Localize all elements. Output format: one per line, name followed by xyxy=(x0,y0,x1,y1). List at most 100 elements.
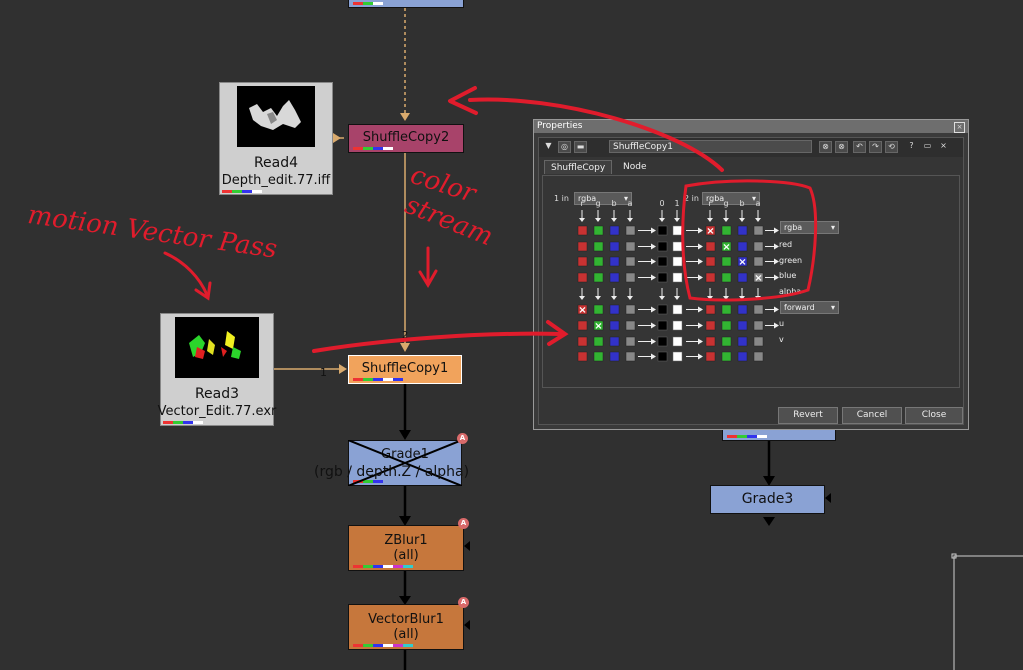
channel-cell[interactable] xyxy=(593,256,604,267)
channel-cell[interactable] xyxy=(625,320,636,331)
channel-cell[interactable] xyxy=(625,304,636,315)
close-icon[interactable]: × xyxy=(940,141,947,150)
cancel-button[interactable]: Cancel xyxy=(842,407,902,424)
window-close-icon[interactable]: × xyxy=(954,122,965,133)
channel-cell[interactable] xyxy=(737,225,748,236)
channel-cell[interactable] xyxy=(737,304,748,315)
constant-zero-cell[interactable] xyxy=(657,320,668,331)
channel-cell[interactable] xyxy=(593,225,604,236)
constant-one-cell[interactable] xyxy=(672,272,683,283)
channel-cell[interactable] xyxy=(721,225,732,236)
channel-cell[interactable] xyxy=(625,241,636,252)
float-icon[interactable]: ▭ xyxy=(923,141,932,150)
constant-one-cell[interactable] xyxy=(672,256,683,267)
output1-dropdown[interactable]: rgba xyxy=(780,221,839,234)
channel-cell[interactable] xyxy=(737,336,748,347)
tab-node[interactable]: Node xyxy=(623,162,647,172)
constant-one-cell[interactable] xyxy=(672,304,683,315)
channel-cell[interactable] xyxy=(753,304,764,315)
channel-cell[interactable] xyxy=(577,272,588,283)
channel-cell[interactable] xyxy=(705,304,716,315)
channel-cell[interactable] xyxy=(577,225,588,236)
channel-cell[interactable] xyxy=(737,241,748,252)
channel-cell[interactable] xyxy=(705,272,716,283)
channel-cell[interactable] xyxy=(753,241,764,252)
channel-cell[interactable] xyxy=(721,351,732,362)
constant-zero-cell[interactable] xyxy=(657,336,668,347)
channel-cell[interactable] xyxy=(609,351,620,362)
channel-cell[interactable] xyxy=(625,225,636,236)
read4-node[interactable]: Read4 Depth_edit.77.iff xyxy=(219,82,333,195)
help-icon[interactable]: ? xyxy=(909,141,914,150)
channel-cell[interactable] xyxy=(737,351,748,362)
channel-cell[interactable] xyxy=(609,320,620,331)
channel-cell[interactable] xyxy=(625,256,636,267)
channel-cell[interactable] xyxy=(753,225,764,236)
shufflecopy1-node[interactable]: ShuffleCopy1 xyxy=(348,355,462,384)
channel-cell[interactable] xyxy=(625,336,636,347)
channel-cell[interactable] xyxy=(577,320,588,331)
channel-cell[interactable] xyxy=(577,256,588,267)
top-node-partial[interactable] xyxy=(348,0,464,8)
color-picker-icon[interactable]: ⊗ xyxy=(819,141,832,153)
channel-cell[interactable] xyxy=(609,336,620,347)
channel-cell[interactable] xyxy=(577,336,588,347)
channel-cell[interactable] xyxy=(753,256,764,267)
channel-cell[interactable] xyxy=(721,320,732,331)
channel-cell[interactable] xyxy=(737,320,748,331)
node-name-field[interactable]: ShuffleCopy1 xyxy=(609,140,812,153)
channel-cell[interactable] xyxy=(609,256,620,267)
channel-cell[interactable] xyxy=(753,320,764,331)
channel-cell[interactable] xyxy=(625,272,636,283)
channel-cell[interactable] xyxy=(593,272,604,283)
constant-zero-cell[interactable] xyxy=(657,225,668,236)
input1-dropdown[interactable]: rgba xyxy=(574,192,632,205)
constant-one-cell[interactable] xyxy=(672,225,683,236)
redo-icon[interactable]: ↷ xyxy=(869,141,882,153)
channel-cell[interactable] xyxy=(609,225,620,236)
channel-cell[interactable] xyxy=(609,272,620,283)
constant-zero-cell[interactable] xyxy=(657,272,668,283)
constant-zero-cell[interactable] xyxy=(657,304,668,315)
viewer-icon[interactable]: ◎ xyxy=(558,141,571,153)
tab-shufflecopy[interactable]: ShuffleCopy xyxy=(544,160,613,174)
channel-cell[interactable] xyxy=(721,336,732,347)
channel-cell[interactable] xyxy=(577,241,588,252)
grade3-node[interactable]: Grade3 xyxy=(710,485,825,514)
channel-cell[interactable] xyxy=(705,241,716,252)
constant-zero-cell[interactable] xyxy=(657,256,668,267)
read3-node[interactable]: Read3 Vector_Edit.77.exr xyxy=(158,313,276,426)
shufflecopy2-node[interactable]: ShuffleCopy2 xyxy=(348,124,464,153)
channel-cell[interactable] xyxy=(609,304,620,315)
undo-icon[interactable]: ↶ xyxy=(853,141,866,153)
channel-cell[interactable] xyxy=(737,272,748,283)
channel-cell[interactable] xyxy=(705,336,716,347)
channel-cell[interactable] xyxy=(625,351,636,362)
channel-cell[interactable] xyxy=(593,304,604,315)
channel-cell[interactable] xyxy=(705,320,716,331)
channel-cell[interactable] xyxy=(593,241,604,252)
constant-one-cell[interactable] xyxy=(672,320,683,331)
vectorblur1-node[interactable]: VectorBlur1 (all) xyxy=(348,604,464,650)
channel-cell[interactable] xyxy=(705,256,716,267)
collapse-icon[interactable]: ▼ xyxy=(545,141,552,150)
constant-one-cell[interactable] xyxy=(672,351,683,362)
channel-cell[interactable] xyxy=(705,351,716,362)
channel-cell[interactable] xyxy=(753,351,764,362)
channel-cell[interactable] xyxy=(593,351,604,362)
properties-titlebar[interactable]: Properties × xyxy=(534,120,968,133)
channel-cell[interactable] xyxy=(577,351,588,362)
channel-cell[interactable] xyxy=(721,272,732,283)
channel-cell[interactable] xyxy=(721,256,732,267)
constant-zero-cell[interactable] xyxy=(657,351,668,362)
constant-zero-cell[interactable] xyxy=(657,241,668,252)
constant-one-cell[interactable] xyxy=(672,241,683,252)
zblur1-node[interactable]: ZBlur1 (all) xyxy=(348,525,464,571)
channel-cell[interactable] xyxy=(609,241,620,252)
channel-cell[interactable] xyxy=(753,336,764,347)
node-icon[interactable]: ▬ xyxy=(574,141,587,153)
channel-cell[interactable] xyxy=(593,320,604,331)
channel-cell[interactable] xyxy=(593,336,604,347)
constant-one-cell[interactable] xyxy=(672,336,683,347)
